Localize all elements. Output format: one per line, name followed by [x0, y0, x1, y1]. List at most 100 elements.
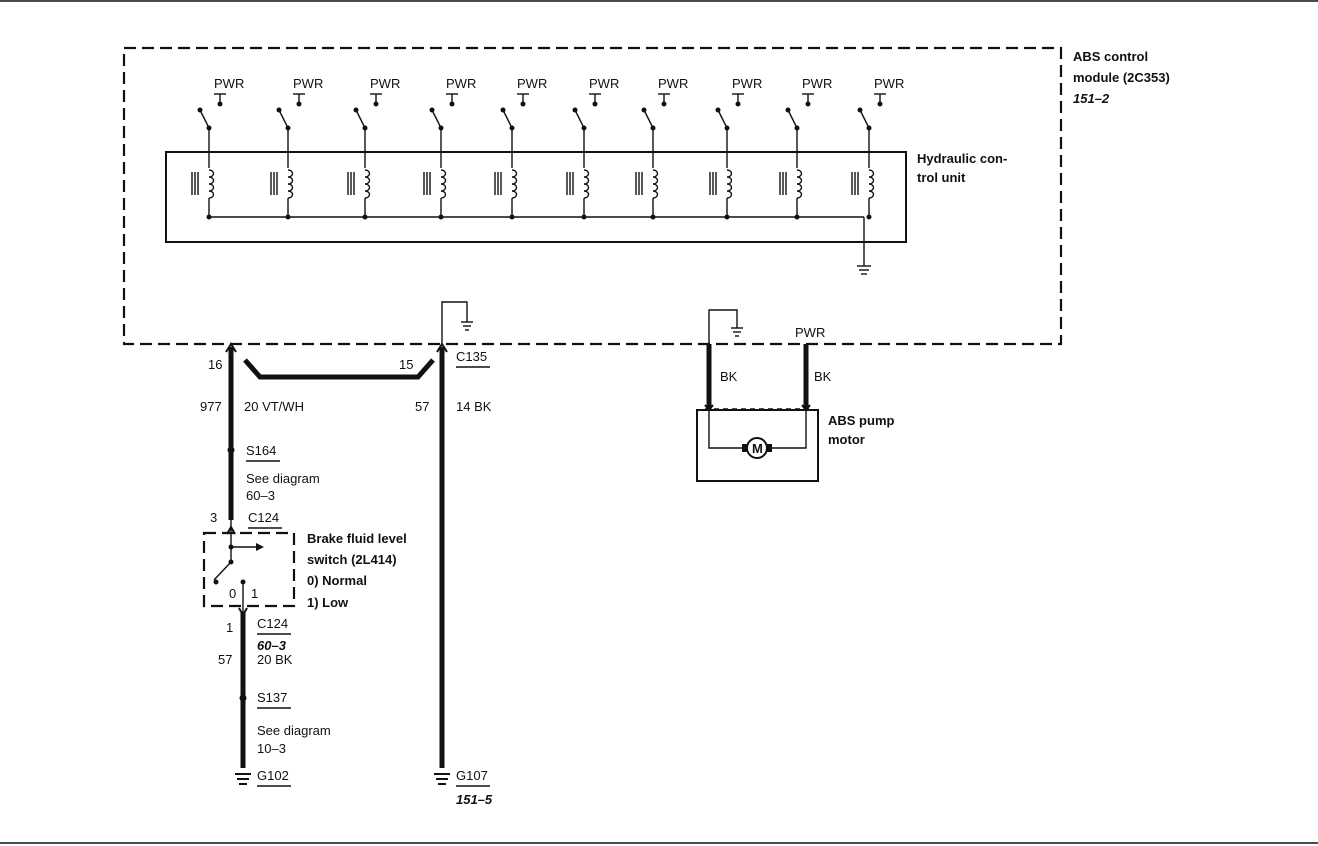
solenoid-coil-6: [566, 169, 590, 220]
coil-bus-node: [285, 214, 291, 220]
abs-module-title-1: ABS control: [1073, 49, 1148, 64]
c124-bottom-ref: 60–3: [257, 638, 287, 653]
pwr-switch-10: PWR: [857, 76, 904, 168]
solenoid-coil-7: [635, 169, 659, 220]
pwr-label: PWR: [874, 76, 904, 91]
coil-winding: [287, 169, 294, 199]
ground-icon: [235, 773, 251, 785]
s164-note-1: See diagram: [246, 471, 320, 486]
switch-blade: [278, 109, 289, 129]
switch-pwr-contact: [296, 101, 302, 107]
brake-fluid-switch-outline: [202, 531, 296, 608]
switch-pwr-contact: [449, 101, 455, 107]
pwr-switch-8: PWR: [715, 76, 762, 168]
motor-icon: [746, 437, 768, 459]
switch-blade: [213, 561, 232, 581]
g102-label: G102: [257, 768, 289, 783]
pwr-switch-9: PWR: [785, 76, 832, 168]
internal-ground-lead-c135: [441, 301, 468, 346]
c124-top-label: C124: [248, 510, 279, 525]
abs-pump-motor-box: [696, 409, 819, 482]
pwr-label: PWR: [293, 76, 323, 91]
pwr-label: PWR: [802, 76, 832, 91]
coil-winding: [440, 169, 447, 199]
coil-bus-node: [581, 214, 587, 220]
pwr-label: PWR: [517, 76, 547, 91]
switch-blade: [787, 109, 798, 129]
pwr-label: PWR: [732, 76, 762, 91]
c124-bottom-label: C124: [257, 616, 288, 631]
abs-module-ref: 151–2: [1073, 91, 1110, 106]
wire-977-circuit: 977: [200, 399, 222, 414]
motor-brush-right: [767, 444, 772, 452]
coil-bus-node: [206, 214, 212, 220]
c135-label: C135: [456, 349, 487, 364]
pwr-switch-2: PWR: [276, 76, 323, 168]
c124-top-pin-3: 3: [210, 510, 217, 525]
hcu-title-1: Hydraulic con-: [917, 151, 1007, 166]
wire-57-right-gauge: 14 BK: [456, 399, 492, 414]
pwr-label: PWR: [658, 76, 688, 91]
pwr-switch-7: PWR: [641, 76, 688, 168]
switch-pos-1: 1: [251, 586, 258, 601]
coil-bus-node: [724, 214, 730, 220]
solenoid-coil-1: [191, 169, 215, 220]
coil-bus-node: [438, 214, 444, 220]
coil-winding: [868, 169, 875, 199]
c135-pin-16-arrow: [225, 342, 237, 353]
switch-pwr-contact: [735, 101, 741, 107]
brake-switch-title-2: switch (2L414): [307, 552, 397, 567]
pump-wire-left-color: BK: [720, 369, 738, 384]
s137-note-2: 10–3: [257, 741, 286, 756]
coil-winding: [796, 169, 803, 199]
pump-wire-right-color: BK: [814, 369, 832, 384]
coil-winding: [208, 169, 215, 199]
pwr-label: PWR: [589, 76, 619, 91]
switch-blade: [717, 109, 728, 129]
switch-blade: [355, 109, 366, 129]
switch-blade: [859, 109, 870, 129]
pwr-switch-5: PWR: [500, 76, 547, 168]
solenoid-coil-2: [270, 169, 294, 220]
ground-icon: [857, 265, 871, 275]
pump-title-1: ABS pump: [828, 413, 895, 428]
pwr-label: PWR: [446, 76, 476, 91]
brake-switch-state-1: 1) Low: [307, 595, 349, 610]
solenoid-coil-5: [494, 169, 518, 220]
wire-57-lower-gauge: 20 BK: [257, 652, 293, 667]
coil-winding: [364, 169, 371, 199]
switch-blade: [502, 109, 513, 129]
s164-note-2: 60–3: [246, 488, 275, 503]
hcu-title-2: trol unit: [917, 170, 966, 185]
pump-motor-right-lead: [772, 410, 807, 449]
coil-bus-node: [794, 214, 800, 220]
wire-57-right-circuit: 57: [415, 399, 429, 414]
ground-icon: [434, 773, 450, 785]
switch-pwr-contact: [805, 101, 811, 107]
solenoid-coil-group: [191, 169, 875, 220]
coil-bus-node: [509, 214, 515, 220]
s137-label: S137: [257, 690, 287, 705]
pwr-switch-3: PWR: [353, 76, 400, 168]
switch-pwr-contact: [661, 101, 667, 107]
motor-brush-left: [742, 444, 747, 452]
coil-winding: [726, 169, 733, 199]
switch-float-arrowhead: [256, 543, 264, 551]
coil-winding: [583, 169, 590, 199]
solenoid-coil-8: [709, 169, 733, 220]
motor-symbol: M: [752, 441, 763, 456]
solenoid-coil-9: [779, 169, 803, 220]
g107-ref: 151–5: [456, 792, 493, 807]
switch-pwr-contact: [373, 101, 379, 107]
pwr-label: PWR: [214, 76, 244, 91]
abs-module-title-2: module (2C353): [1073, 70, 1170, 85]
coil-winding: [511, 169, 518, 199]
coil-winding: [652, 169, 659, 199]
coil-bus-node: [650, 214, 656, 220]
c135-pin-15: 15: [399, 357, 413, 372]
switch-pwr-contact: [877, 101, 883, 107]
pump-title-2: motor: [828, 432, 865, 447]
wire-57-lower-circuit: 57: [218, 652, 232, 667]
s164-label: S164: [246, 443, 276, 458]
